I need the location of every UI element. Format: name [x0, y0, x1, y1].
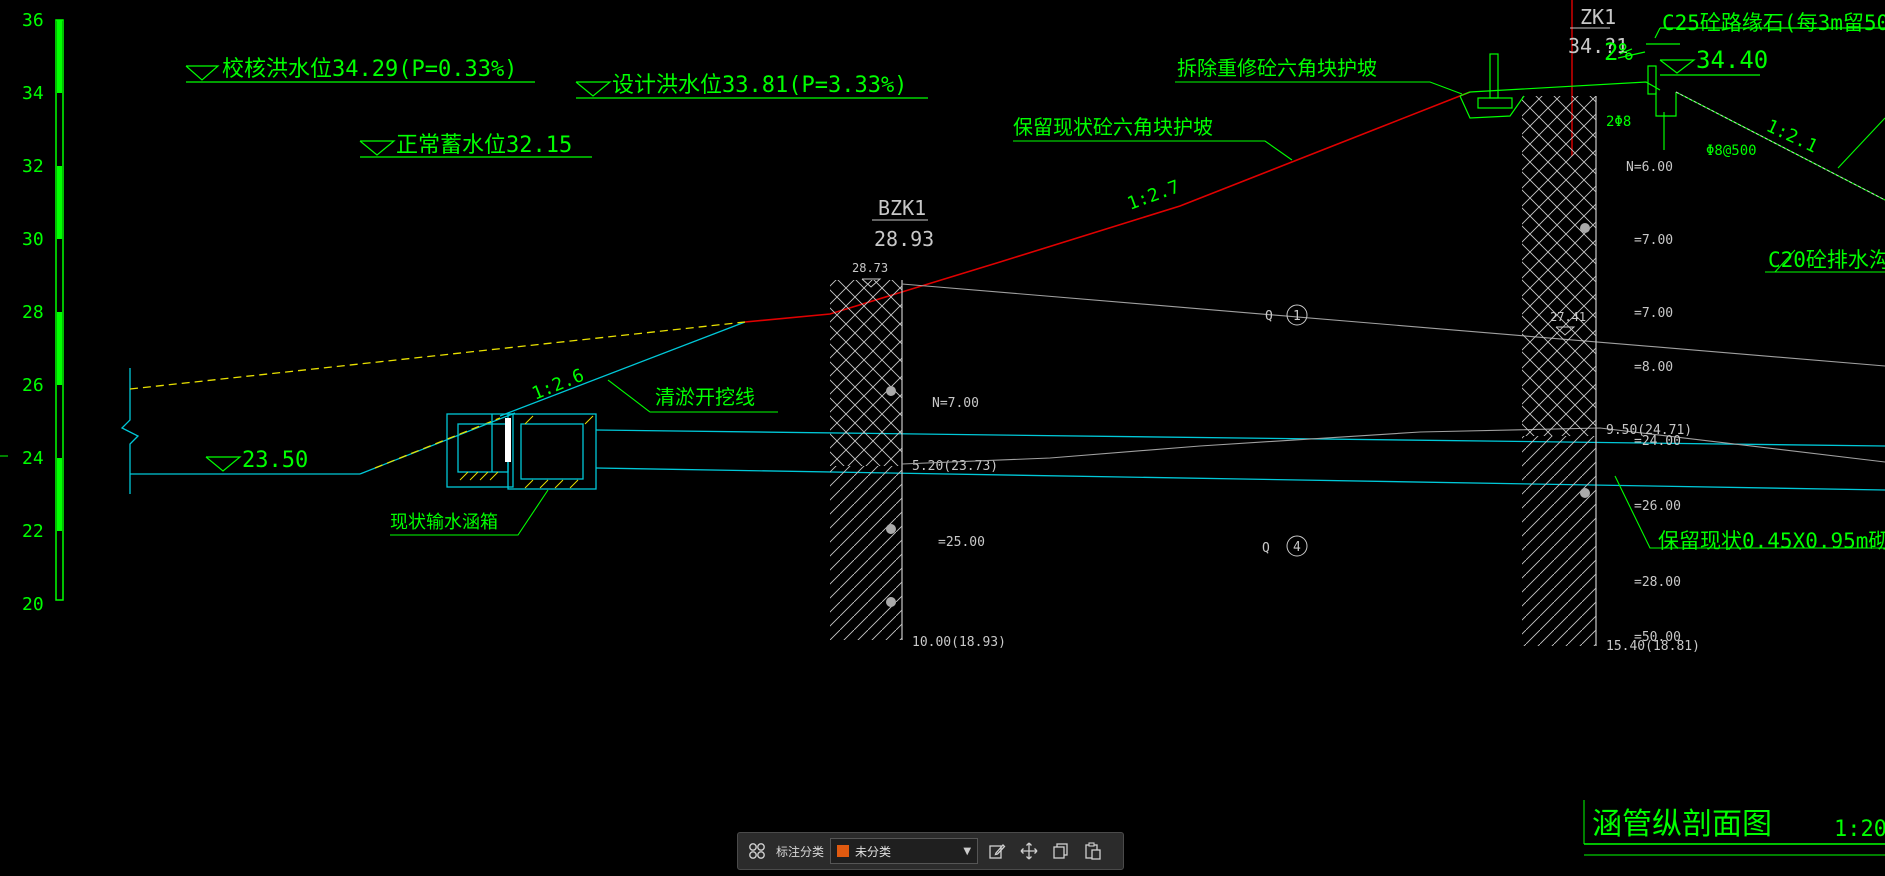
note-curb: C25砼路缘石(每3m留500mm缺: [1662, 11, 1885, 35]
zk1-n7: =28.00: [1634, 575, 1681, 590]
zk1-n5: =24.00: [1634, 434, 1681, 449]
leader-lines: [390, 81, 1885, 549]
culvert-gate: [505, 418, 511, 462]
zk1-n2: =7.00: [1634, 233, 1673, 248]
annotation-category-select[interactable]: 未分类 ▼: [830, 838, 979, 864]
note-remove-repair: 拆除重修砼六角块护坡: [1177, 56, 1377, 80]
right-slope-white: [1675, 91, 1885, 201]
check-flood-level: 校核洪水位34.29(P=0.33%): [222, 57, 517, 82]
stratum-q-1: Q: [1265, 309, 1273, 324]
edit-icon[interactable]: [984, 838, 1010, 864]
bzk1-n1: N=7.00: [932, 396, 979, 411]
note-keep-existing: 保留现状砼六角块护坡: [1013, 115, 1213, 139]
grid-icon[interactable]: [744, 838, 770, 864]
water-levels: [185, 65, 928, 472]
left-break-line: [120, 368, 140, 494]
category-color-swatch: [837, 845, 850, 857]
drawing-scale: 1:200: [1834, 817, 1885, 842]
annotation-toolbar: 标注分类 未分类 ▼: [737, 832, 1124, 870]
bzk1-name: BZK1: [878, 196, 926, 220]
strata-lines: [901, 283, 1885, 465]
stratum-q-4: Q: [1262, 541, 1270, 556]
yellow-dashed-lower: [374, 417, 501, 469]
normal-storage-level: 正常蓄水位32.15: [396, 133, 572, 158]
bzk1-layer: 5.20(23.73): [912, 459, 998, 474]
scale-tick: 20: [22, 594, 44, 615]
note-drain: C20砼排水沟: [1768, 248, 1885, 272]
zk1-elevation: 34.?1: [1568, 34, 1628, 58]
note-existing-culvert: 现状输水涵箱: [390, 512, 498, 533]
note-rebar-b: Φ8@500: [1706, 143, 1757, 159]
title-block: [1583, 800, 1885, 856]
red-slope-ratio: 1:2.7: [1125, 176, 1183, 214]
note-dredge-line: 清淤开挖线: [655, 385, 755, 409]
annotation-category-label: 标注分类: [776, 844, 825, 859]
zk1-water: 27.41: [1550, 310, 1586, 324]
zk1-n3: =7.00: [1634, 306, 1673, 321]
scale-tick: 28: [22, 302, 44, 323]
cyan-slope-upper: [499, 321, 746, 417]
red-dam-slope: [744, 91, 1471, 323]
move-icon[interactable]: [1016, 838, 1042, 864]
stratum-4-marker: [1286, 535, 1308, 557]
category-selected-value: 未分类: [855, 844, 892, 859]
stratum-1-marker: [1286, 304, 1308, 326]
zk1-n1: N=6.00: [1626, 160, 1673, 175]
bzk1-bottom: 10.00(18.93): [912, 635, 1006, 650]
bzk1-elevation: 28.93: [874, 227, 934, 251]
scale-tick: 26: [22, 375, 44, 396]
drawing-title: 涵管纵剖面图: [1592, 807, 1772, 842]
note-crest-elevation: 34.40: [1696, 46, 1768, 74]
elevation-scale: 36 34 32 30 28 26 24 22 20: [0, 10, 64, 615]
note-road-grade: 2%: [1604, 38, 1633, 66]
bzk1-n2: =25.00: [938, 535, 985, 550]
downstream-level: 23.50: [242, 448, 308, 473]
bzk1-borehole-column: [830, 219, 928, 640]
zk1-n4: =8.00: [1634, 360, 1673, 375]
scale-tick: 30: [22, 229, 44, 250]
zk1-bottom: 15.40(18.81): [1606, 639, 1700, 654]
zk1-borehole-column: [1522, 27, 1610, 646]
culvert-hatch: [459, 415, 594, 489]
scale-tick: 24: [22, 448, 44, 469]
zk1-name: ZK1: [1580, 5, 1616, 29]
scale-tick: 32: [22, 156, 44, 177]
stratum-4-number: 4: [1293, 540, 1301, 555]
note-keep-culvert: 保留现状0.45X0.95m砌石方涵: [1658, 529, 1885, 553]
paste-icon[interactable]: [1080, 838, 1106, 864]
stratum-1-number: 1: [1293, 309, 1301, 324]
design-flood-level: 设计洪水位33.81(P=3.33%): [612, 73, 907, 98]
scale-tick: 34: [22, 83, 44, 104]
scale-tick: 36: [22, 10, 44, 31]
bzk1-water: 28.73: [852, 261, 888, 275]
note-rebar-a: 2Φ8: [1606, 114, 1631, 130]
right-slope-ratio: 1:2.1: [1763, 115, 1821, 157]
yellow-dashed-original-ground: [129, 321, 746, 390]
copy-icon[interactable]: [1048, 838, 1074, 864]
chevron-down-icon: ▼: [963, 845, 972, 857]
zk1-layer: 9.50(24.71): [1606, 423, 1692, 438]
scale-tick: 22: [22, 521, 44, 542]
zk1-n8: =50.00: [1634, 630, 1681, 645]
cyan-slope-ratio: 1:2.6: [529, 365, 587, 405]
zk1-n6: =26.00: [1634, 499, 1681, 514]
